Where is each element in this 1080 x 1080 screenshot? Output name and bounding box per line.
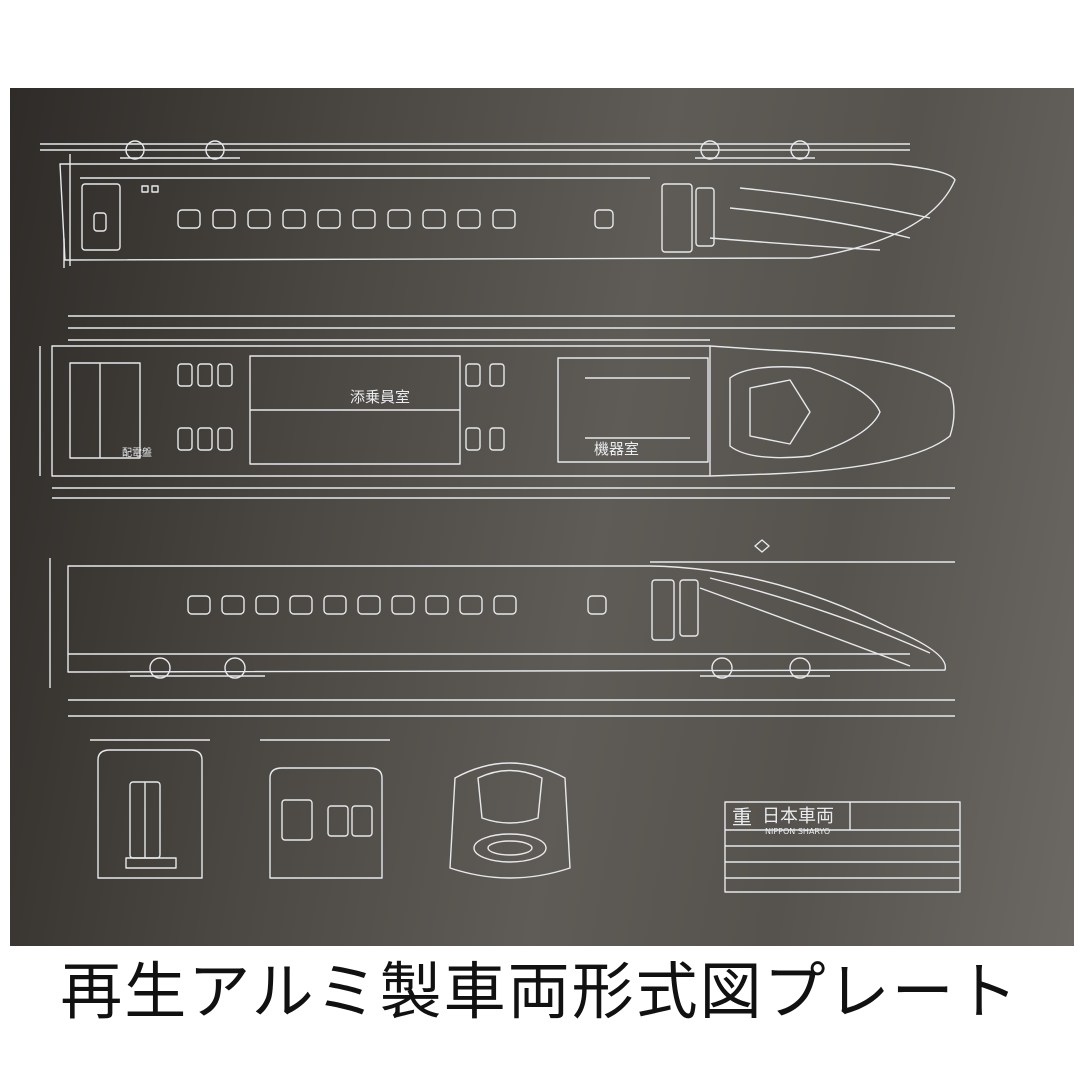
end-view-1 <box>90 739 210 879</box>
room-label-equipment: 機器室 <box>594 440 639 458</box>
room-label-small: 配電盤 <box>122 446 152 459</box>
seats-plan <box>177 363 505 451</box>
logo-mark: 重 <box>732 805 752 829</box>
blueprint-drawing: 添乗員室 機器室 配電盤 重 日本車両 NIPPON SHARYO <box>39 140 961 893</box>
room-label-passenger: 添乗員室 <box>350 388 410 406</box>
side-view-top <box>40 140 956 268</box>
company-name-jp: 日本車両 <box>762 806 834 827</box>
aluminum-plate: 添乗員室 機器室 配電盤 重 日本車両 NIPPON SHARYO <box>10 88 1074 946</box>
plan-view <box>39 315 955 499</box>
front-view <box>449 762 571 879</box>
title-block <box>724 801 961 893</box>
end-view-2 <box>260 739 390 879</box>
windows-top <box>177 209 614 229</box>
side-view-bottom <box>49 539 955 717</box>
company-name-en: NIPPON SHARYO <box>765 827 830 836</box>
caption-title: 再生アルミ製車両形式図プレート <box>60 955 1020 1028</box>
windows-bottom <box>187 595 607 615</box>
